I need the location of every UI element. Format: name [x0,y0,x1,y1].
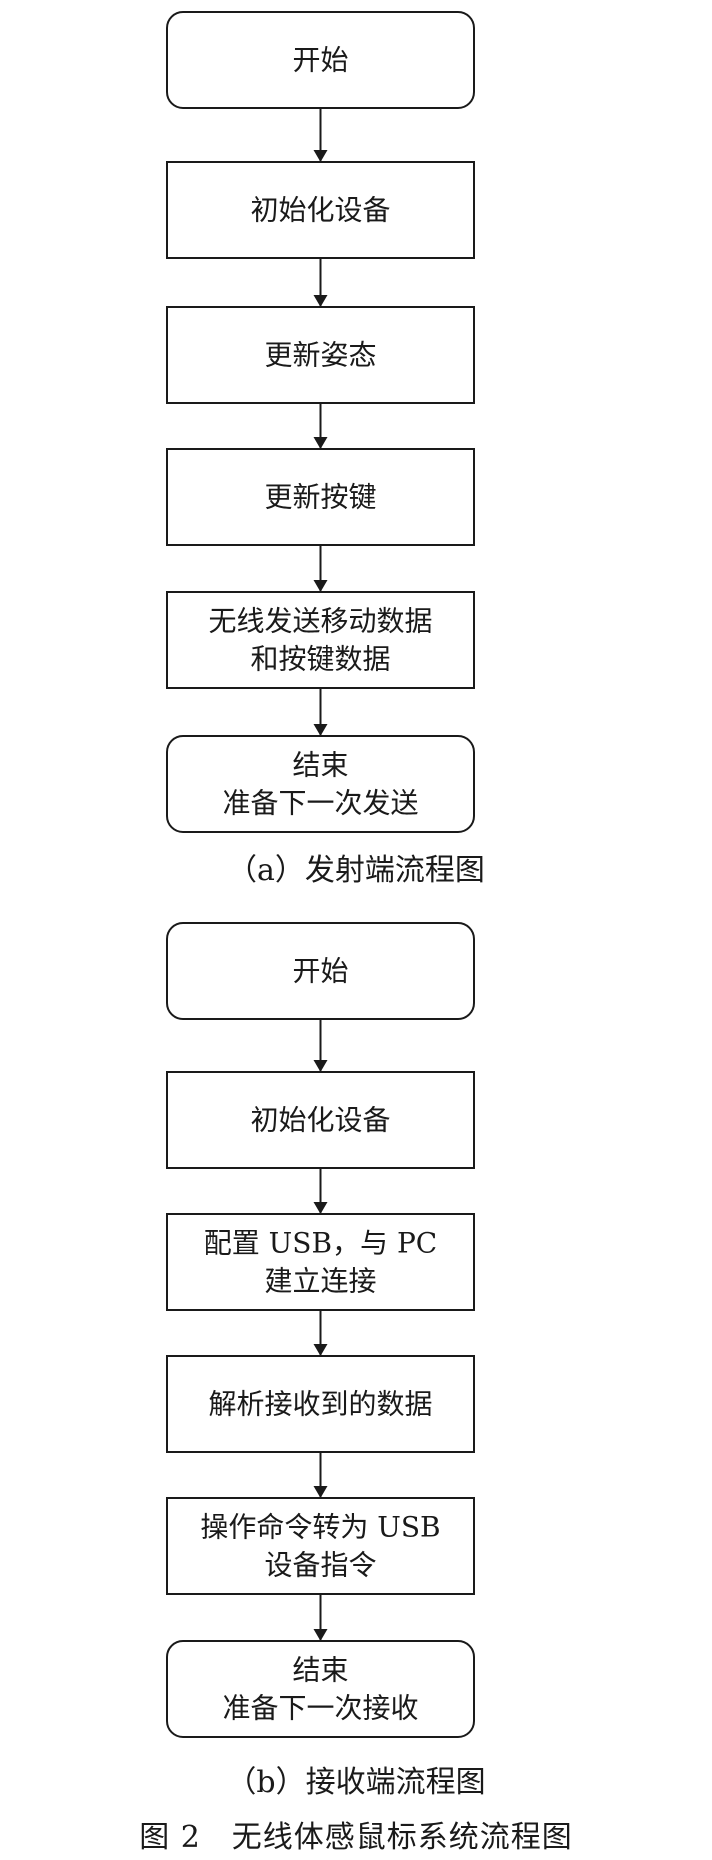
node-b-usb: 配置 USB，与 PC 建立连接 [166,1213,475,1311]
node-b-init: 初始化设备 [166,1071,475,1169]
caption-transmitter-flowchart: （a）发射端流程图 [227,853,485,888]
node-label: 准备下一次发送 [222,787,418,820]
node-label: 初始化设备 [250,1104,390,1137]
figure-caption: 图 2 无线体感鼠标系统流程图 [139,1820,573,1855]
node-b-convert: 操作命令转为 USB 设备指令 [166,1497,475,1595]
node-a-keys: 更新按键 [166,448,475,546]
node-label: 建立连接 [264,1265,376,1298]
node-box [166,1355,475,1453]
node-a-init: 初始化设备 [166,161,475,259]
node-box [166,591,475,689]
node-b-parse: 解析接收到的数据 [166,1355,475,1453]
node-a-start: 开始 [166,11,475,109]
node-b-start: 开始 [166,922,475,1020]
node-a-pose: 更新姿态 [166,306,475,404]
node-label: 更新姿态 [264,339,376,372]
node-box [166,1213,475,1311]
node-box [166,448,475,546]
node-box [166,161,475,259]
node-label: 无线发送移动数据 [208,605,432,638]
node-label: 初始化设备 [250,194,390,227]
caption-receiver-flowchart: （b）接收端流程图 [226,1765,486,1800]
node-label: 解析接收到的数据 [208,1388,432,1421]
node-box [166,1497,475,1595]
node-label: 开始 [292,955,348,988]
node-label: 结束 [292,749,348,782]
node-label: 更新按键 [264,481,376,514]
node-label: 结束 [292,1654,348,1687]
node-box [166,735,475,833]
node-label: 设备指令 [264,1549,376,1582]
node-label: 和按键数据 [250,643,390,676]
node-label: 配置 USB，与 PC [204,1227,437,1260]
node-label: 操作命令转为 USB [200,1511,440,1544]
node-label: 准备下一次接收 [222,1692,418,1725]
node-box [166,1640,475,1738]
node-label: 开始 [292,44,348,77]
